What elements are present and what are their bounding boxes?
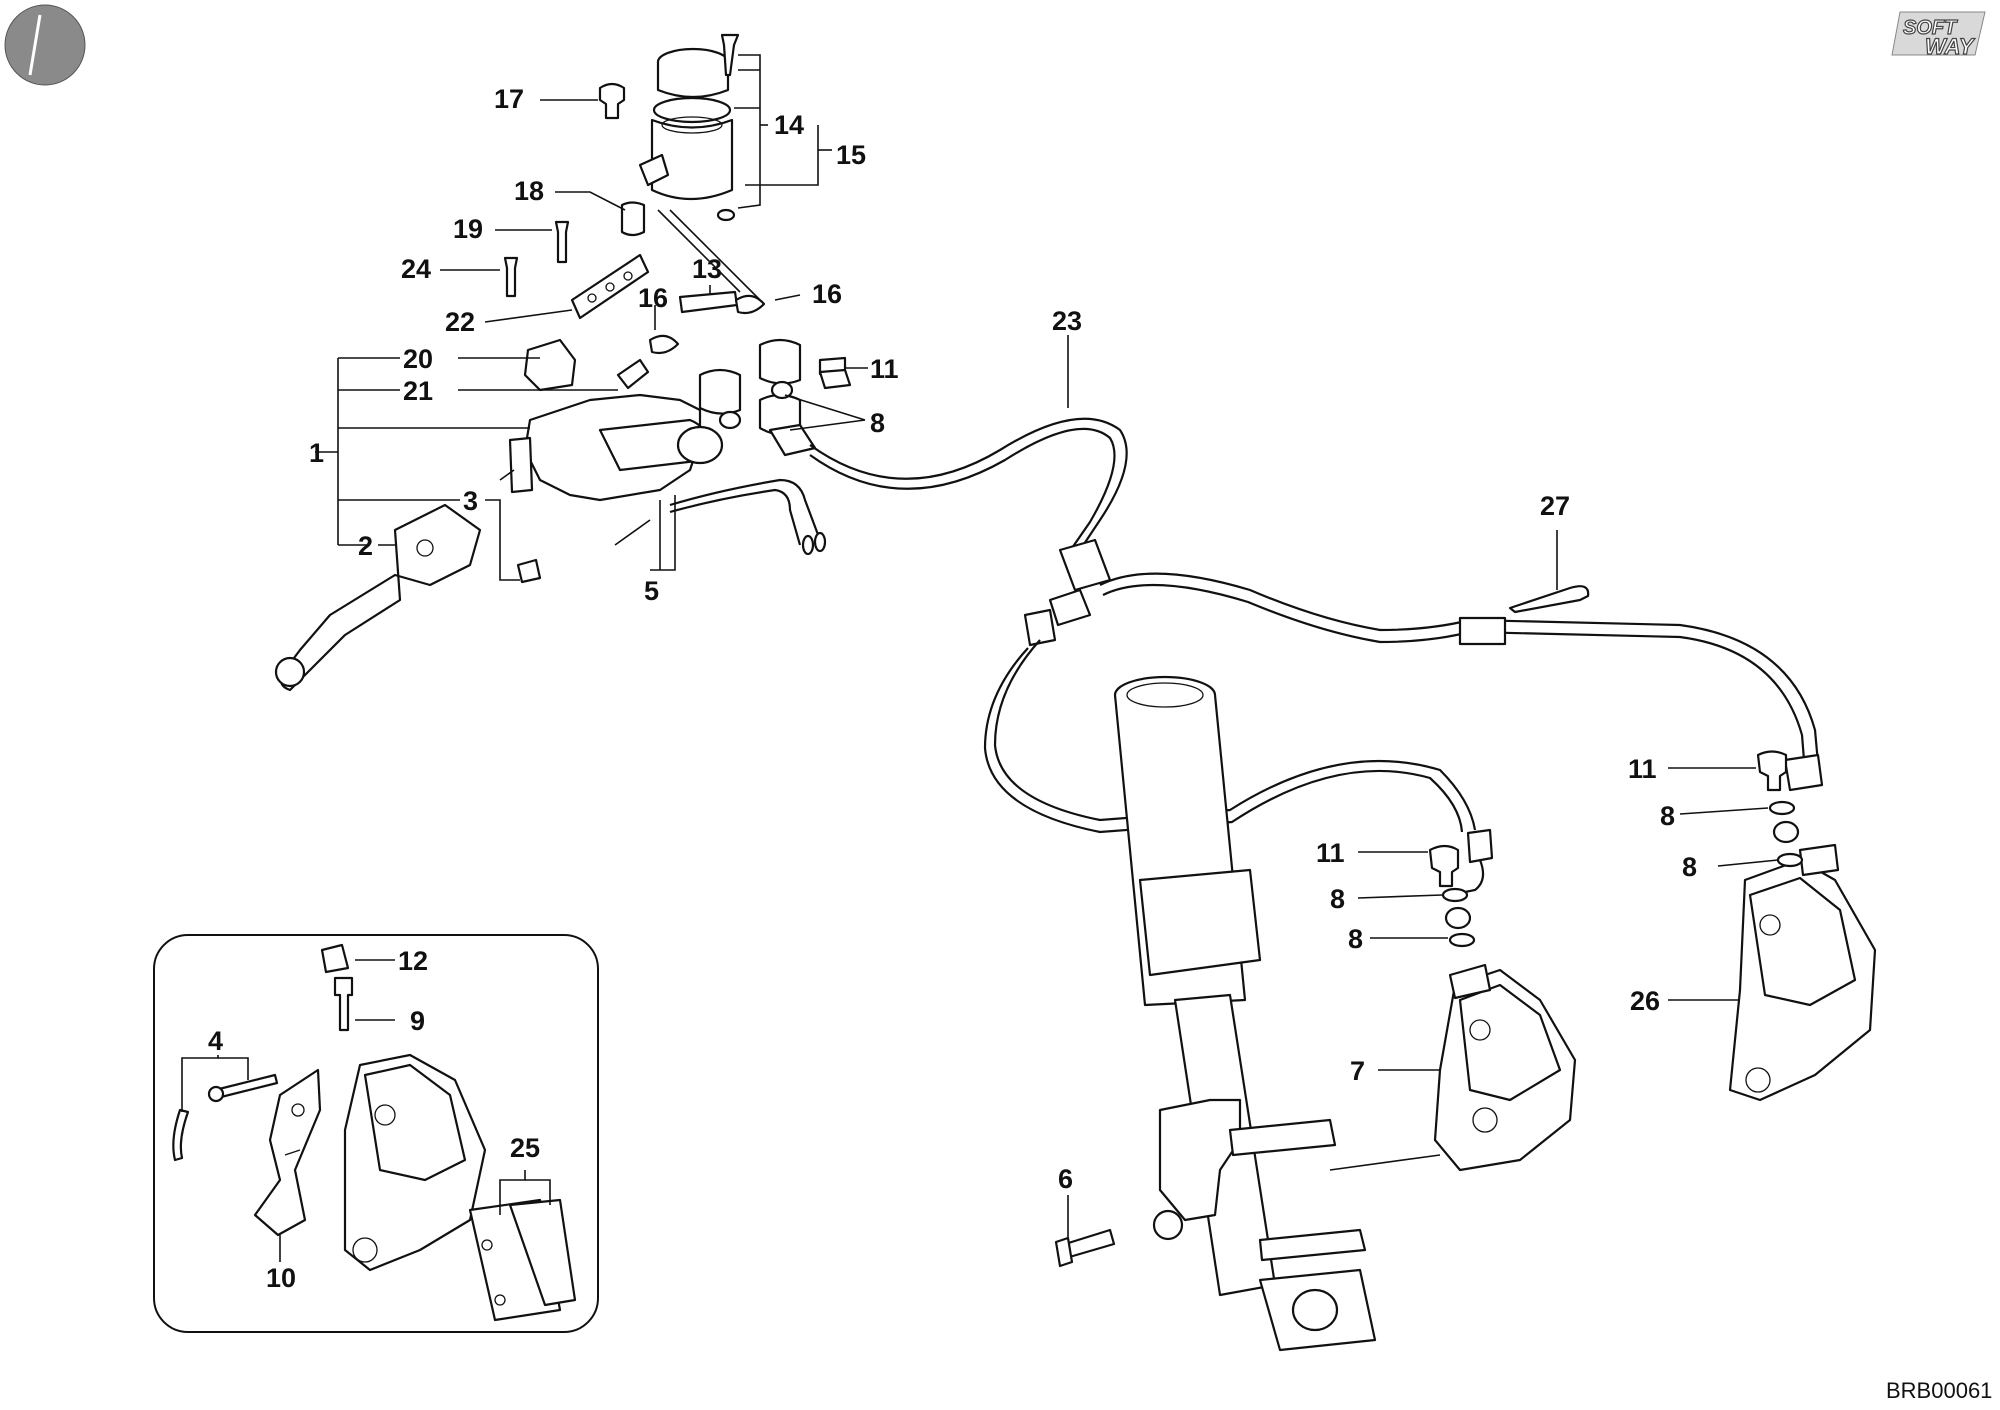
callout-5: 5: [644, 576, 659, 606]
callout-25: 25: [510, 1133, 540, 1163]
brake-caliper-26: [1728, 750, 1877, 1102]
callout-11-left: 11: [1316, 838, 1345, 868]
callout-7: 7: [1350, 1056, 1365, 1086]
svg-text:SOFT: SOFT: [1903, 17, 1958, 39]
callout-8-left-2: 8: [1348, 924, 1363, 954]
svg-text:WAY: WAY: [1925, 34, 1976, 59]
callout-22: 22: [445, 307, 475, 337]
fork-leg: [1113, 675, 1377, 1352]
callout-8-left-1: 8: [1330, 884, 1345, 914]
callout-20: 20: [403, 344, 433, 374]
callout-23: 23: [1052, 306, 1082, 336]
callout-16-b: 16: [812, 279, 842, 309]
leader-lines: [181, 54, 1779, 1262]
callout-1: 1: [309, 438, 324, 468]
softway-logo: SOFT WAY: [1891, 11, 1986, 60]
drawing-code: BRB00061: [1886, 1378, 1992, 1403]
callout-26: 26: [1630, 986, 1660, 1016]
callout-labels: 17 14 15 18 19 24 13 16 16 22 20 21 11 8…: [208, 84, 1697, 1293]
callout-8-right-1: 8: [1660, 801, 1675, 831]
callout-27: 27: [1540, 491, 1570, 521]
callout-16-a: 16: [638, 283, 668, 313]
callout-18: 18: [514, 176, 544, 206]
callout-17: 17: [494, 84, 524, 114]
brake-caliper-7: [1329, 844, 1577, 1172]
callout-9: 9: [410, 1006, 425, 1036]
callout-6: 6: [1058, 1164, 1073, 1194]
callout-13: 13: [692, 254, 722, 284]
callout-12: 12: [398, 946, 428, 976]
bolt-6: [1054, 1228, 1116, 1268]
callout-14: 14: [774, 110, 804, 140]
callout-24: 24: [401, 254, 431, 284]
callout-11-right: 11: [1628, 754, 1657, 784]
callout-15: 15: [836, 140, 866, 170]
callout-21: 21: [403, 376, 433, 406]
callout-11-top: 11: [870, 354, 899, 384]
corner-marker-icon: [4, 4, 86, 86]
detail-inset-box: [153, 934, 599, 1333]
master-cylinder-assembly: [274, 33, 852, 692]
callout-3: 3: [463, 486, 478, 516]
callout-19: 19: [453, 214, 483, 244]
callout-8-right-2: 8: [1682, 852, 1697, 882]
callout-10: 10: [266, 1263, 296, 1293]
callout-4: 4: [208, 1026, 223, 1056]
callout-2: 2: [358, 531, 373, 561]
callout-8-top: 8: [870, 408, 885, 438]
clip-27: [1508, 585, 1590, 614]
